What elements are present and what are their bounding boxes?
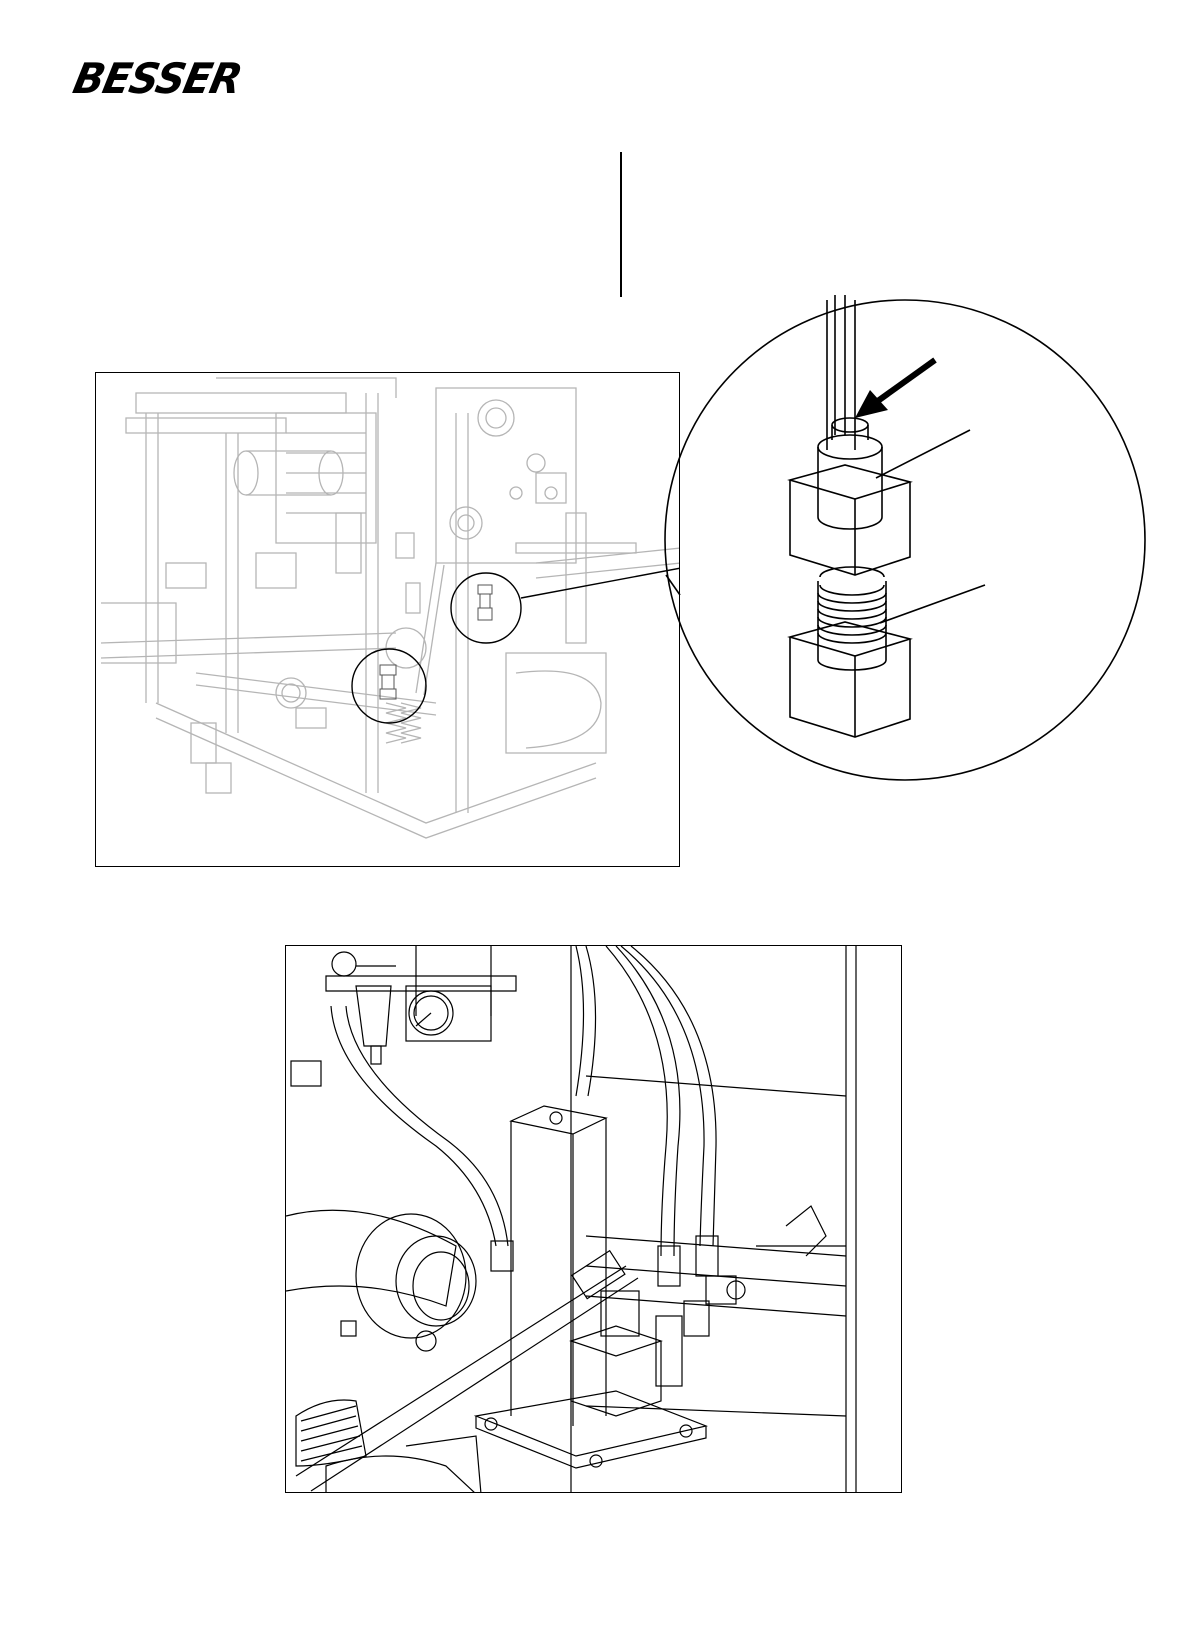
callout-circle-icon bbox=[351, 648, 427, 724]
pressure-gauge-icon bbox=[331, 951, 357, 977]
callout-circle-icon bbox=[450, 572, 522, 644]
leader-line bbox=[875, 429, 971, 479]
besser-logo: BESSER bbox=[69, 52, 260, 104]
hose-icon bbox=[490, 1240, 514, 1272]
machine-frame-drawing bbox=[100, 377, 679, 839]
hydraulic-assembly-figure bbox=[285, 945, 902, 1493]
cylinder-icon bbox=[509, 1105, 608, 1426]
pressure-gauge-icon bbox=[408, 990, 454, 1036]
leader-line bbox=[879, 584, 986, 624]
pointer-arrow-icon bbox=[855, 357, 937, 418]
brand-wordmark: BESSER bbox=[69, 55, 246, 104]
hydraulic-assembly-drawing bbox=[286, 946, 857, 1492]
component-zoom-detail bbox=[664, 295, 1146, 781]
column-divider bbox=[620, 152, 622, 297]
zoom-circle-frame bbox=[664, 299, 1146, 781]
machine-overview-figure bbox=[95, 372, 680, 867]
